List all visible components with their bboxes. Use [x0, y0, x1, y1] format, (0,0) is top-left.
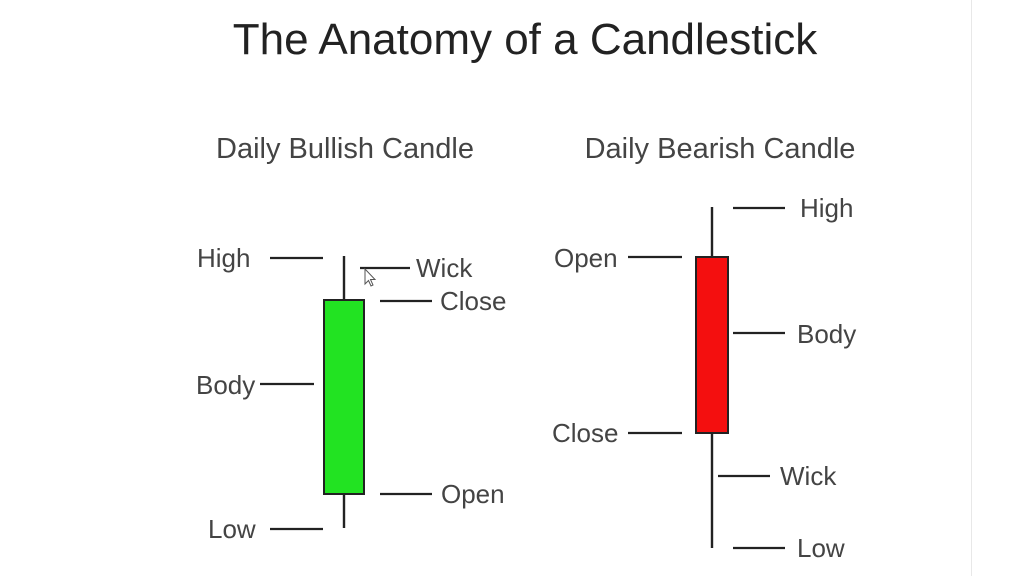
bearish-close-label: Close — [552, 418, 618, 448]
mouse-pointer-icon — [364, 267, 377, 287]
bearish-body-rect — [695, 256, 729, 434]
bearish-low-label: Low — [797, 533, 845, 563]
bullish-body-label: Body — [196, 370, 255, 400]
bullish-body-rect — [323, 299, 365, 495]
bearish-candle-diagram: Daily Bearish Candle High Open Body Clos… — [552, 133, 856, 563]
bearish-heading: Daily Bearish Candle — [585, 133, 856, 165]
bearish-high-label: High — [800, 193, 853, 223]
bearish-wick-label: Wick — [780, 461, 837, 491]
bullish-candle-diagram: Daily Bullish Candle High Wick Close Bod… — [196, 133, 506, 544]
bearish-body-label: Body — [797, 319, 856, 349]
bearish-open-label: Open — [554, 243, 618, 273]
bullish-heading: Daily Bullish Candle — [216, 133, 474, 165]
page-title: The Anatomy of a Candlestick — [233, 15, 819, 64]
bullish-high-label: High — [197, 243, 250, 273]
page-edge-divider — [971, 0, 972, 576]
bullish-wick-label: Wick — [416, 253, 473, 283]
bullish-close-label: Close — [440, 286, 506, 316]
bullish-open-label: Open — [441, 479, 505, 509]
bullish-low-label: Low — [208, 514, 256, 544]
